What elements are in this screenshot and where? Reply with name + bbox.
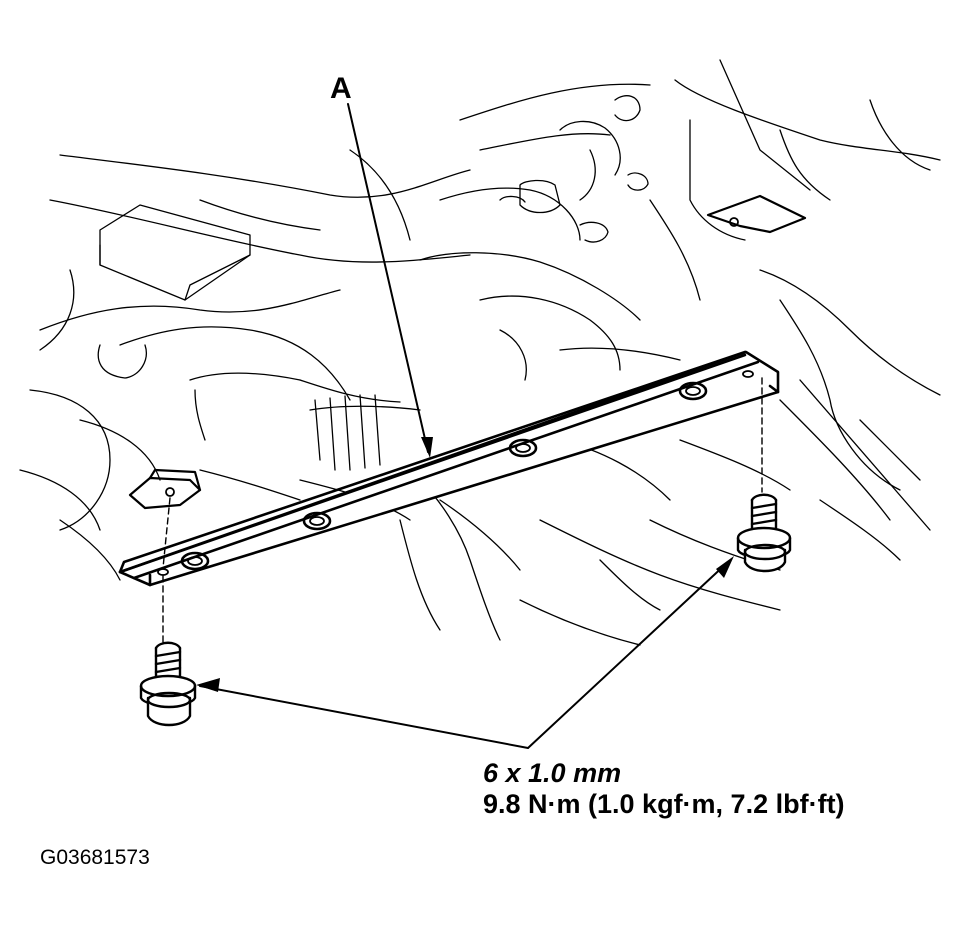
left-bolt <box>139 641 197 727</box>
fastener-spec: 6 x 1.0 mm 9.8 N·m (1.0 kgf·m, 7.2 lbf·f… <box>483 758 845 820</box>
torque-text: 9.8 N·m (1.0 kgf·m, 7.2 lbf·ft) <box>483 789 845 819</box>
right-bolt <box>736 493 792 573</box>
left-mounting-tab <box>128 468 202 510</box>
bolt-size-text: 6 x 1.0 mm <box>483 758 622 788</box>
background-linework <box>19 59 941 646</box>
part-a-label: A <box>330 72 352 105</box>
leader-lines <box>199 103 729 749</box>
arrowheads <box>196 437 734 692</box>
bracket-a <box>118 350 780 587</box>
install-guide-lines <box>162 377 763 643</box>
upper-right-tab <box>706 194 807 234</box>
figure-id: G03681573 <box>40 846 150 869</box>
